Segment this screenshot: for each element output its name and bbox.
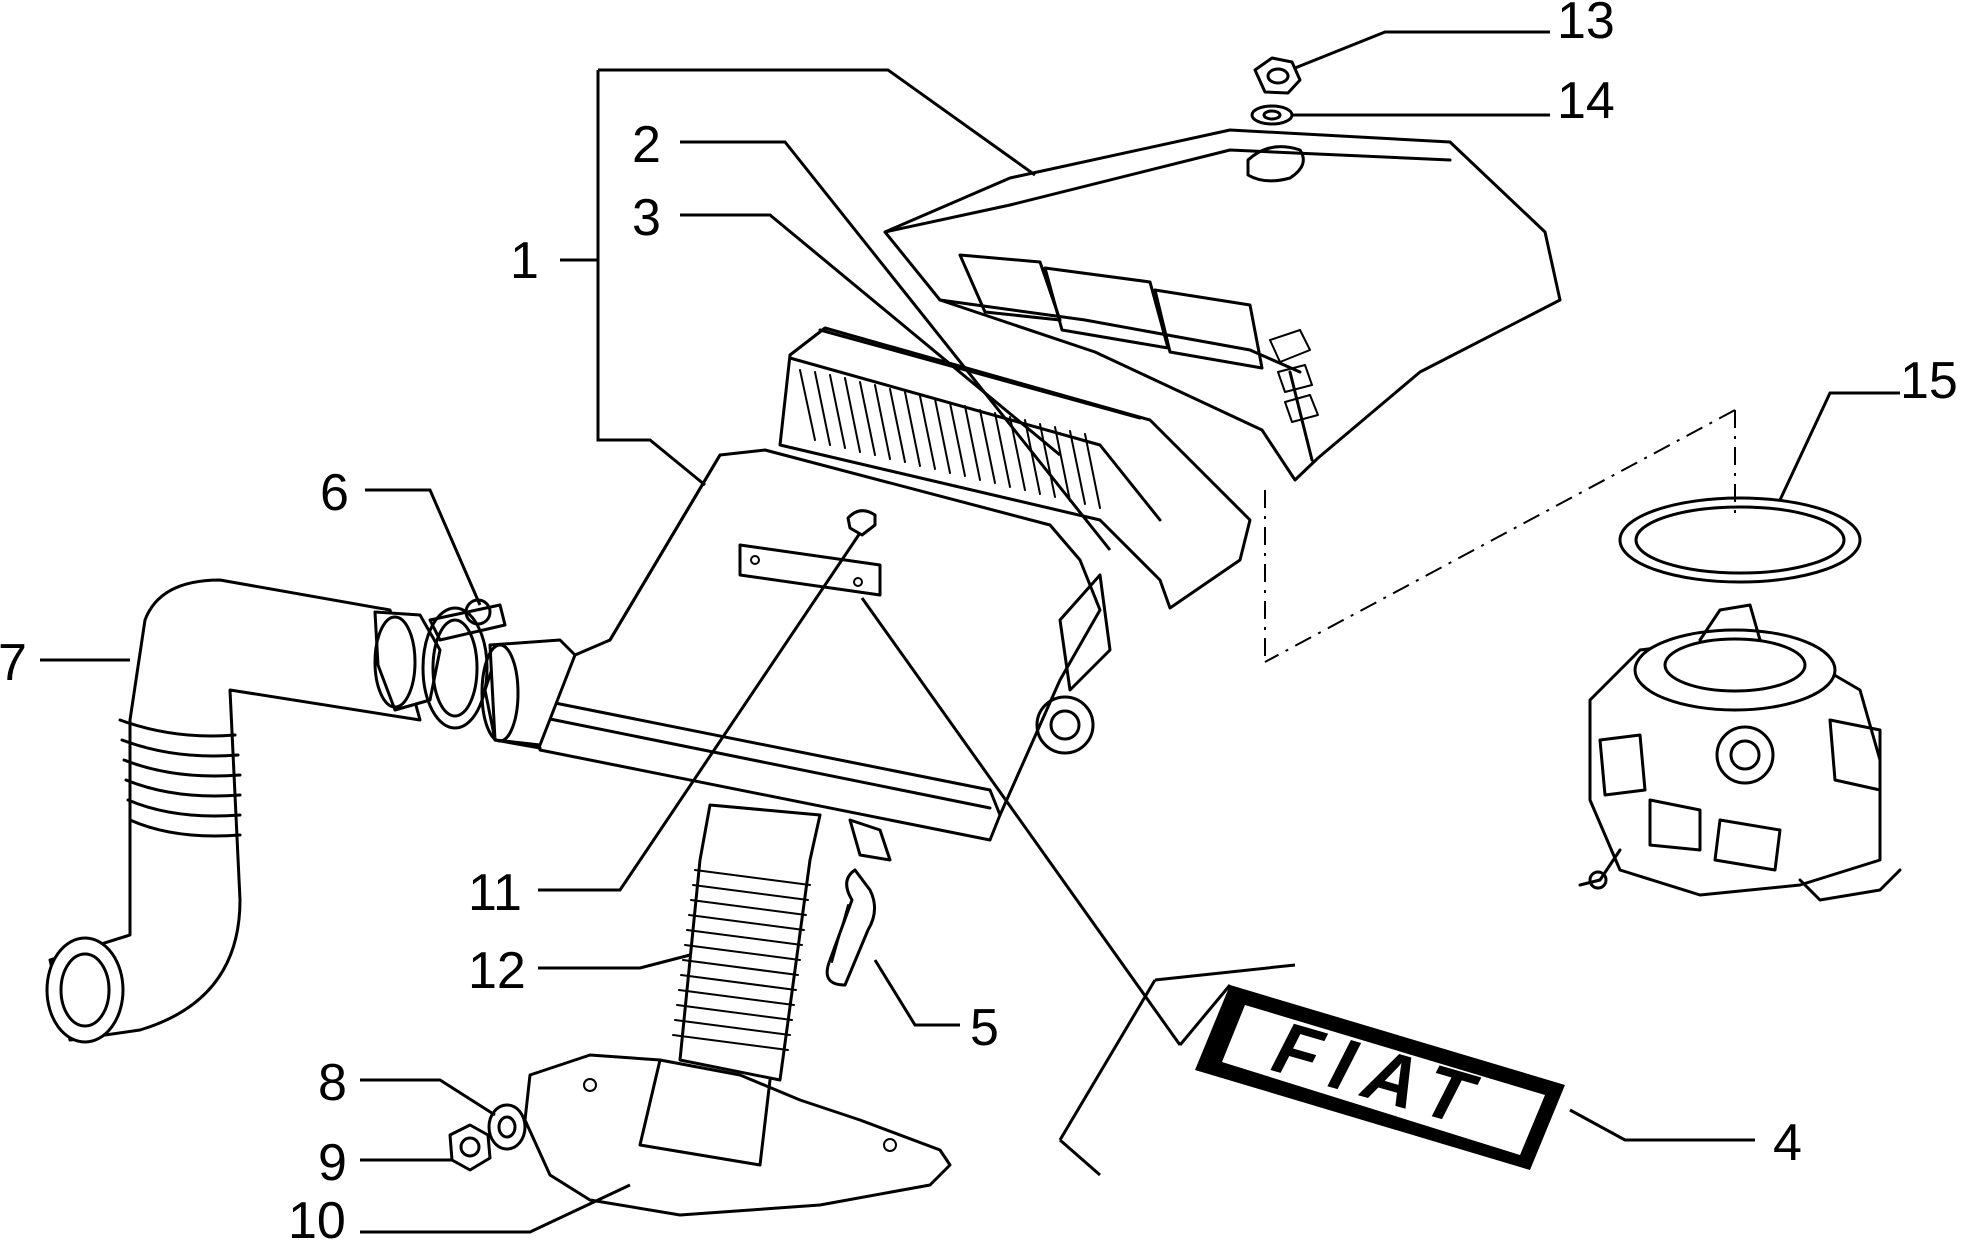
callout-5: 5 (970, 999, 999, 1057)
callout-6: 6 (320, 464, 349, 522)
callout-14: 14 (1557, 72, 1615, 130)
callout-9: 9 (318, 1134, 347, 1192)
housing-spigot (480, 638, 577, 747)
callout-8: 8 (318, 1054, 347, 1112)
air-filter-cover (883, 128, 1562, 482)
fiat-badge: FIAT (1195, 985, 1565, 1170)
callout-1: 1 (510, 232, 539, 290)
hose-clamp (421, 598, 507, 730)
callout-2: 2 (632, 116, 661, 174)
callout-7: 7 (0, 634, 27, 692)
cover-nut (1253, 56, 1302, 95)
carburettor (1578, 603, 1902, 902)
callout-11: 11 (468, 864, 522, 922)
callout-15: 15 (1900, 352, 1958, 410)
callout-4: 4 (1773, 1114, 1802, 1172)
callout-13: 13 (1557, 0, 1615, 50)
nut (448, 1123, 492, 1172)
leader-lines (40, 30, 1900, 1234)
inlet-duct (672, 803, 822, 1082)
callout-12: 12 (468, 942, 526, 1000)
carburettor-gasket (1618, 496, 1862, 584)
retaining-clip (825, 868, 876, 987)
callout-10: 10 (288, 1192, 346, 1241)
air-filter-housing (483, 448, 1112, 862)
callout-3: 3 (632, 189, 661, 247)
filter-element (778, 326, 1252, 610)
intake-hose (45, 578, 442, 1044)
washer (487, 1103, 527, 1151)
cover-washer (1250, 104, 1294, 126)
bottom-plate (523, 1053, 952, 1217)
